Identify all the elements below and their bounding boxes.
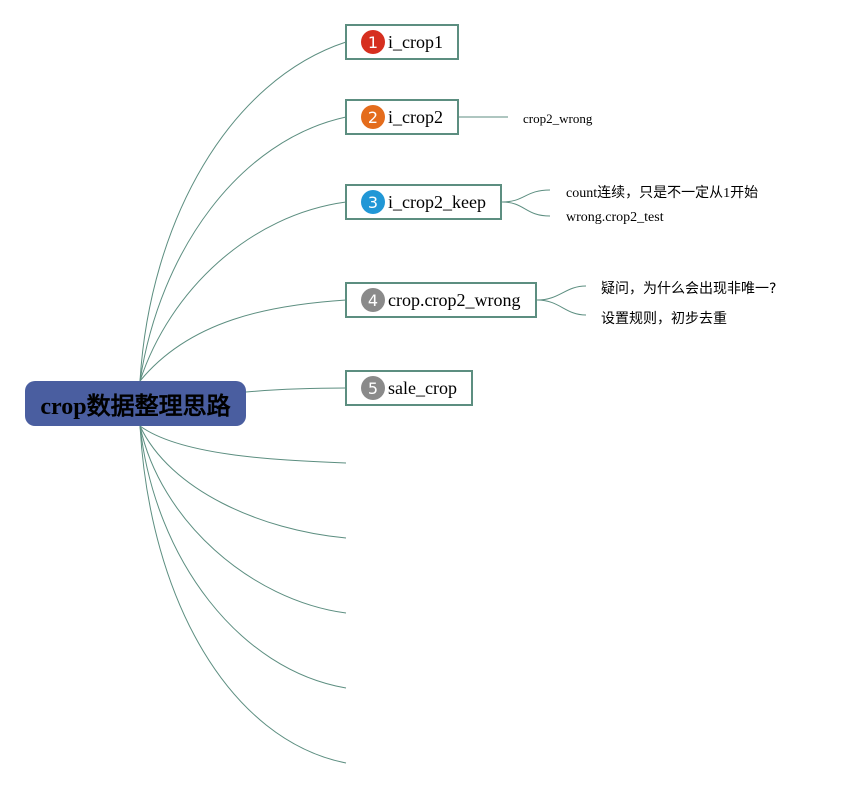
topic-label: crop.crop2_wrong: [388, 289, 521, 310]
topic-i-crop1[interactable]: 1 i_crop1: [345, 24, 459, 60]
topic-crop-crop2-wrong[interactable]: 4 crop.crop2_wrong: [345, 282, 537, 318]
subtopic-wrong-crop2-test[interactable]: wrong.crop2_test: [566, 210, 664, 225]
edge-root-topic3: [139, 201, 347, 382]
edge-root-topic2: [139, 116, 347, 382]
subtopic-count-continuous[interactable]: count连续，只是不一定从1开始: [566, 186, 759, 201]
topic-sale-crop[interactable]: 5 sale_crop: [345, 370, 473, 406]
topic-i-crop2-keep[interactable]: 3 i_crop2_keep: [345, 184, 502, 220]
subtopic-question-non-unique[interactable]: 疑问，为什么会出现非唯一?: [601, 281, 777, 297]
edge-topic3-sub1: [501, 189, 551, 203]
edge-empty-5: [139, 425, 347, 764]
edge-empty-4: [139, 425, 347, 689]
subtopic-crop2-wrong[interactable]: crop2_wrong: [523, 111, 593, 126]
subtopic-set-rules-dedupe[interactable]: 设置规则，初步去重: [601, 311, 727, 327]
topic-i-crop2[interactable]: 2 i_crop2: [345, 99, 459, 135]
edge-root-topic5: [245, 387, 347, 393]
central-topic[interactable]: crop数据整理思路: [25, 381, 246, 426]
priority-1-icon: 1: [361, 30, 385, 54]
edge-root-topic4: [139, 299, 347, 382]
topic-label: i_crop2_keep: [388, 191, 486, 212]
central-topic-label: crop数据整理思路: [40, 394, 231, 420]
priority-2-icon: 2: [361, 105, 385, 129]
edge-empty-2: [139, 425, 347, 539]
topic-label: i_crop2: [388, 106, 443, 127]
edge-empty-1: [139, 425, 347, 464]
priority-5-icon: 5: [361, 376, 385, 400]
edge-root-topic1: [139, 41, 347, 382]
priority-4-icon: 4: [361, 288, 385, 312]
topic-label: sale_crop: [388, 377, 457, 398]
priority-3-icon: 3: [361, 190, 385, 214]
edge-topic4-sub2: [536, 299, 587, 316]
edge-topic4-sub1: [536, 285, 587, 301]
edge-empty-3: [139, 425, 347, 614]
topic-label: i_crop1: [388, 31, 443, 52]
edge-topic3-sub2: [501, 201, 551, 217]
